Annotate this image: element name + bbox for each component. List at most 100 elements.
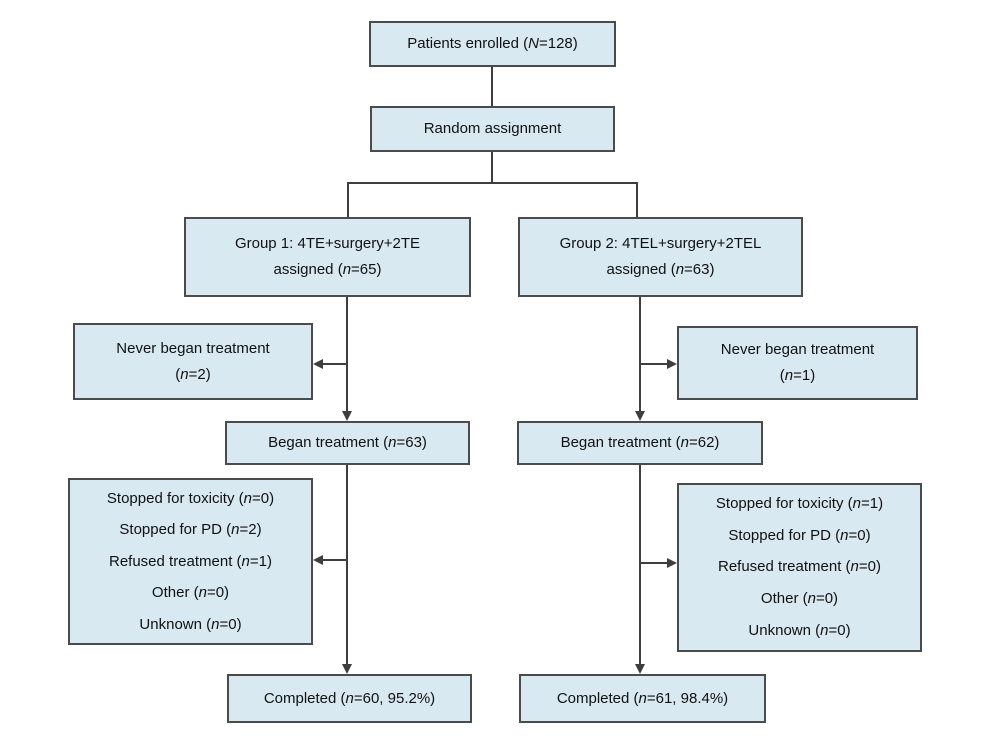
node-label: Never began treatment (116, 339, 270, 357)
label-part: =65) (351, 261, 382, 278)
label-var: n (784, 367, 794, 384)
connector-random-stub (491, 152, 493, 184)
node-label: Completed (n=60, 95.2%) (264, 686, 435, 712)
node-label: Group 1: 4TE+surgery+2TE (234, 235, 421, 252)
label-part: Patients enrolled ( (407, 35, 529, 52)
node-completed-group2: Completed (n=61, 98.4%) (519, 674, 766, 723)
label-var: n (852, 494, 861, 512)
connector-to-never2 (641, 363, 667, 365)
node-label: Stopped for PD (n=2) (119, 517, 261, 543)
label-part: =2) (239, 521, 262, 538)
node-label: Other (n=0) (761, 586, 838, 612)
label-part: =0) (858, 558, 881, 576)
label-var: n (345, 689, 354, 707)
label-part: =2) (188, 365, 211, 383)
arrowhead-down-began2-icon (635, 411, 645, 421)
arrowhead-down-completed1-icon (342, 664, 352, 674)
label-part: =1) (793, 367, 816, 384)
label-part: =0) (251, 489, 275, 507)
node-label: Refused treatment (n=1) (109, 549, 272, 575)
label-var: n (638, 689, 647, 707)
node-label: Patients enrolled (N=128) (407, 31, 578, 57)
label-part: Completed ( (263, 689, 346, 707)
label-var: N (528, 35, 539, 52)
node-label: Random assignment (423, 120, 562, 137)
label-part: =0) (848, 526, 871, 544)
label-part: Stopped for PD ( (728, 526, 841, 544)
arrowhead-right-never2-icon (667, 359, 677, 369)
node-label: Stopped for toxicity (n=0) (107, 486, 274, 512)
label-var: n (241, 552, 250, 570)
node-label: assigned (n=65) (273, 257, 381, 283)
label-part: ( (175, 365, 181, 383)
label-part: =63) (684, 261, 715, 278)
label-part: ( (779, 367, 785, 384)
arrowhead-left-never1-icon (313, 359, 323, 369)
connector-began1-to-completed1 (346, 465, 348, 665)
label-var: n (680, 434, 689, 451)
node-label: (n=2) (175, 362, 210, 388)
label-var: n (675, 261, 685, 278)
arrowhead-left-stopped1-icon (313, 555, 323, 565)
label-var: n (211, 615, 220, 633)
label-part: Other ( (151, 584, 199, 601)
node-label: Other (n=0) (152, 580, 229, 606)
label-part: =61, 98.4%) (646, 689, 729, 707)
label-part: Began treatment ( (560, 434, 681, 451)
label-part: =128) (538, 35, 578, 52)
node-label: Began treatment (n=62) (561, 430, 720, 456)
node-label: assigned (n=63) (606, 257, 714, 283)
label-part: =0) (828, 622, 851, 640)
label-var: n (180, 365, 189, 383)
connector-branch-horizontal (347, 182, 638, 184)
node-label: Group 2: 4TEL+surgery+2TEL (559, 235, 762, 252)
arrowhead-right-stopped2-icon (667, 558, 677, 568)
label-part: Unknown ( (748, 622, 821, 640)
label-part: =62) (688, 434, 720, 451)
label-part: =0) (815, 590, 839, 608)
label-part: Stopped for PD ( (119, 521, 232, 538)
node-label: Refused treatment (n=0) (718, 554, 881, 580)
label-part: =1) (249, 552, 272, 570)
label-var: n (231, 521, 240, 538)
connector-to-stopped2 (641, 562, 667, 564)
label-part: assigned ( (606, 261, 676, 278)
label-part: =1) (860, 494, 884, 512)
connector-drop-to-group1 (347, 183, 349, 217)
label-part: Stopped for toxicity ( (106, 489, 244, 507)
node-began-treatment-group2: Began treatment (n=62) (517, 421, 763, 465)
connector-to-never1 (323, 363, 347, 365)
node-label: Never began treatment (720, 341, 875, 358)
label-part: Other ( (760, 590, 808, 608)
label-var: n (820, 622, 829, 640)
label-var: n (243, 489, 252, 507)
label-part: =0) (219, 615, 242, 633)
label-part: Refused treatment ( (108, 552, 242, 570)
node-label: Stopped for toxicity (n=1) (716, 491, 883, 517)
node-label: Completed (n=61, 98.4%) (557, 686, 728, 712)
label-var: n (342, 261, 352, 278)
label-part: Refused treatment ( (717, 558, 851, 576)
node-label: Unknown (n=0) (748, 618, 850, 644)
node-never-began-group2: Never began treatment (n=1) (677, 326, 918, 400)
node-patients-enrolled: Patients enrolled (N=128) (369, 21, 616, 67)
label-part: =63) (396, 434, 427, 451)
connector-group1-to-began1 (346, 297, 348, 412)
node-label: Began treatment (n=63) (268, 430, 427, 456)
label-var: n (388, 434, 397, 451)
node-stopped-reasons-group2: Stopped for toxicity (n=1) Stopped for P… (677, 483, 922, 652)
node-label: Unknown (n=0) (139, 612, 241, 638)
connector-to-stopped1 (323, 559, 347, 561)
label-var: n (850, 558, 859, 576)
node-random-assignment: Random assignment (370, 106, 615, 152)
node-group2-assigned: Group 2: 4TEL+surgery+2TEL assigned (n=6… (518, 217, 803, 297)
connector-began2-to-completed2 (639, 465, 641, 665)
node-group1-assigned: Group 1: 4TE+surgery+2TE assigned (n=65) (184, 217, 471, 297)
label-part: =60, 95.2%) (353, 689, 436, 707)
node-label: (n=1) (780, 363, 815, 389)
node-never-began-group1: Never began treatment (n=2) (73, 323, 313, 400)
label-var: n (198, 584, 207, 601)
label-part: Completed ( (556, 689, 639, 707)
arrowhead-down-began1-icon (342, 411, 352, 421)
